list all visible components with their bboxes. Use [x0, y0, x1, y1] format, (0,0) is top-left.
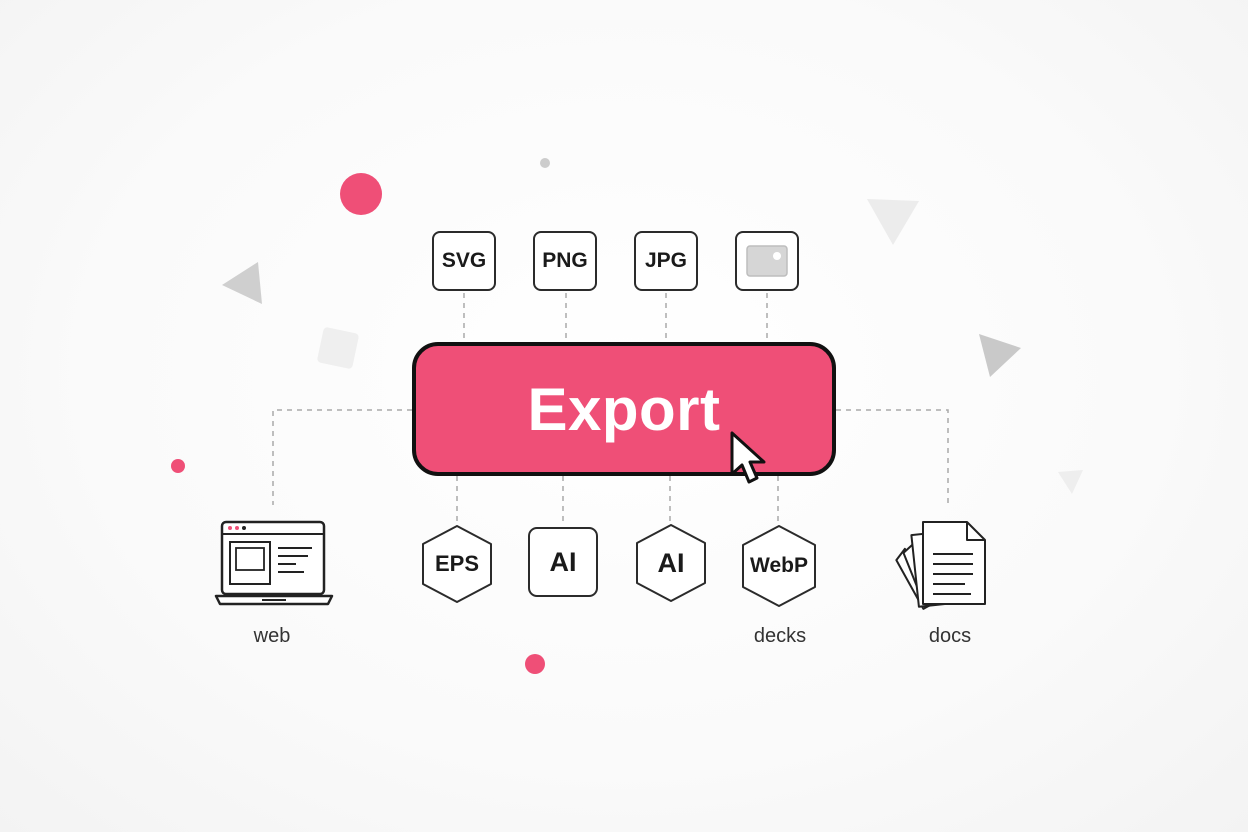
- format-label: WebP: [750, 554, 808, 577]
- decor-triangle: [867, 199, 919, 245]
- format-label: SVG: [441, 249, 487, 272]
- image-icon: [746, 245, 788, 277]
- destination-label-docs: docs: [928, 625, 972, 647]
- format-hex-eps[interactable]: EPS: [421, 524, 493, 604]
- decor-triangle: [979, 334, 1021, 377]
- decor-dot: [540, 158, 550, 168]
- format-tile-jpg[interactable]: JPG: [634, 231, 698, 291]
- hexagon-shape: [636, 524, 706, 602]
- format-hex-ai[interactable]: AI: [635, 523, 707, 603]
- format-label: PNG: [542, 249, 588, 272]
- export-button[interactable]: Export: [412, 342, 836, 476]
- format-label: EPS: [434, 551, 480, 576]
- destination-label-web: web: [253, 625, 291, 647]
- documents-icon: [895, 521, 986, 610]
- decor-dot: [171, 459, 185, 473]
- hexagon-shape: [422, 525, 492, 603]
- format-tile-ai[interactable]: AI: [528, 527, 598, 597]
- format-hex-webp[interactable]: WebP: [741, 524, 817, 608]
- decor-triangle: [222, 262, 262, 304]
- cursor-icon: [730, 431, 766, 484]
- decor-square: [317, 327, 359, 369]
- format-label: AI: [549, 546, 577, 577]
- laptop-icon: [214, 520, 334, 606]
- format-tile-svg[interactable]: SVG: [432, 231, 496, 291]
- format-label: JPG: [644, 249, 688, 272]
- connector-lines: [272, 293, 949, 526]
- decor-dot: [340, 173, 382, 215]
- format-tile-image[interactable]: [735, 231, 799, 291]
- format-label: AI: [657, 547, 685, 578]
- destination-label-decks: decks: [753, 625, 807, 647]
- decor-triangle: [1058, 470, 1083, 494]
- decor-dot: [525, 654, 545, 674]
- format-tile-png[interactable]: PNG: [533, 231, 597, 291]
- export-button-label: Export: [527, 375, 721, 443]
- hexagon-shape: [742, 525, 816, 607]
